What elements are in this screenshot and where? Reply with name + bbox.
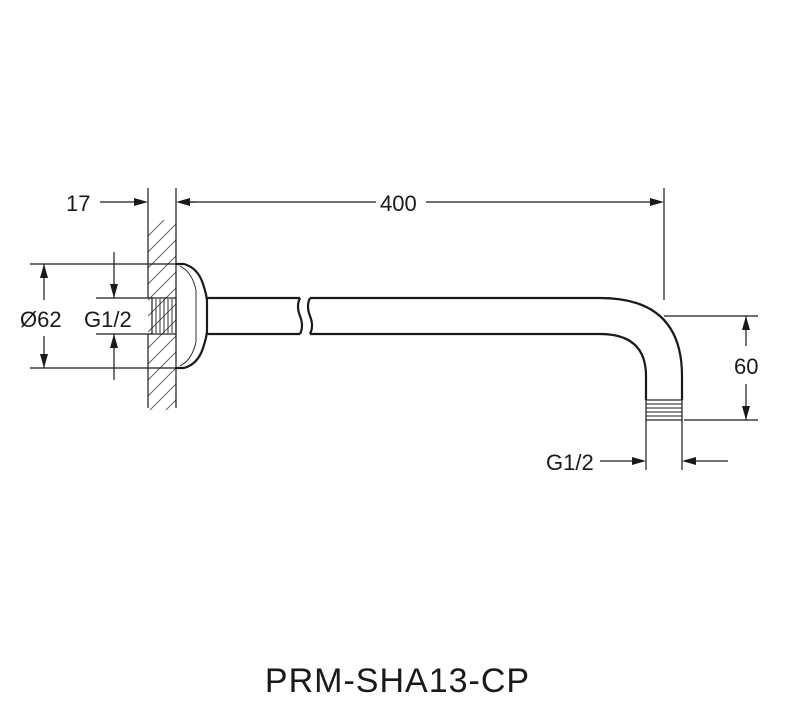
inlet-thread-stub	[151, 297, 177, 335]
dim-wall-thickness-label: 17	[66, 191, 90, 216]
dim-outlet-thread: G1/2	[546, 420, 728, 475]
dim-outlet-thread-label: G1/2	[546, 450, 594, 475]
wall-hatching	[148, 220, 176, 410]
dim-inlet-thread-label: G1/2	[84, 307, 132, 332]
dim-arm-length-label: 400	[380, 191, 417, 216]
dim-drop-height-label: 60	[734, 354, 758, 379]
wall-flange	[176, 262, 209, 370]
dim-inlet-thread: G1/2	[84, 252, 152, 380]
shower-arm-pipe	[207, 296, 684, 400]
outlet-thread	[645, 399, 683, 421]
dim-arm-length: 400	[190, 188, 665, 300]
dim-flange-diameter-label: Ø62	[20, 307, 62, 332]
dim-flange-diameter: Ø62	[20, 263, 178, 369]
dim-wall-thickness: 17	[66, 191, 196, 216]
model-number: PRM-SHA13-CP	[264, 662, 531, 700]
dim-drop-height: 60	[664, 315, 758, 421]
